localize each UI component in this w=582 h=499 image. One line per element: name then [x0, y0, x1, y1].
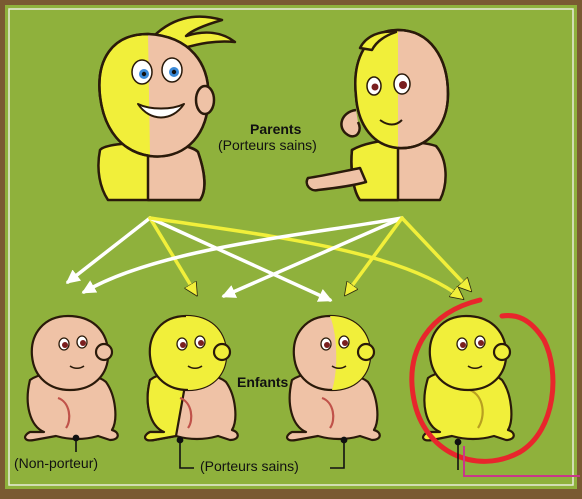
- parents-label: Parents: [250, 121, 301, 137]
- non-carrier-label: (Non-porteur): [14, 455, 98, 471]
- children-label: Enfants: [237, 374, 288, 390]
- parents-sublabel: (Porteurs sains): [218, 137, 317, 153]
- healthy-carriers-label: (Porteurs sains): [200, 458, 299, 474]
- child-4-affected: [423, 316, 514, 440]
